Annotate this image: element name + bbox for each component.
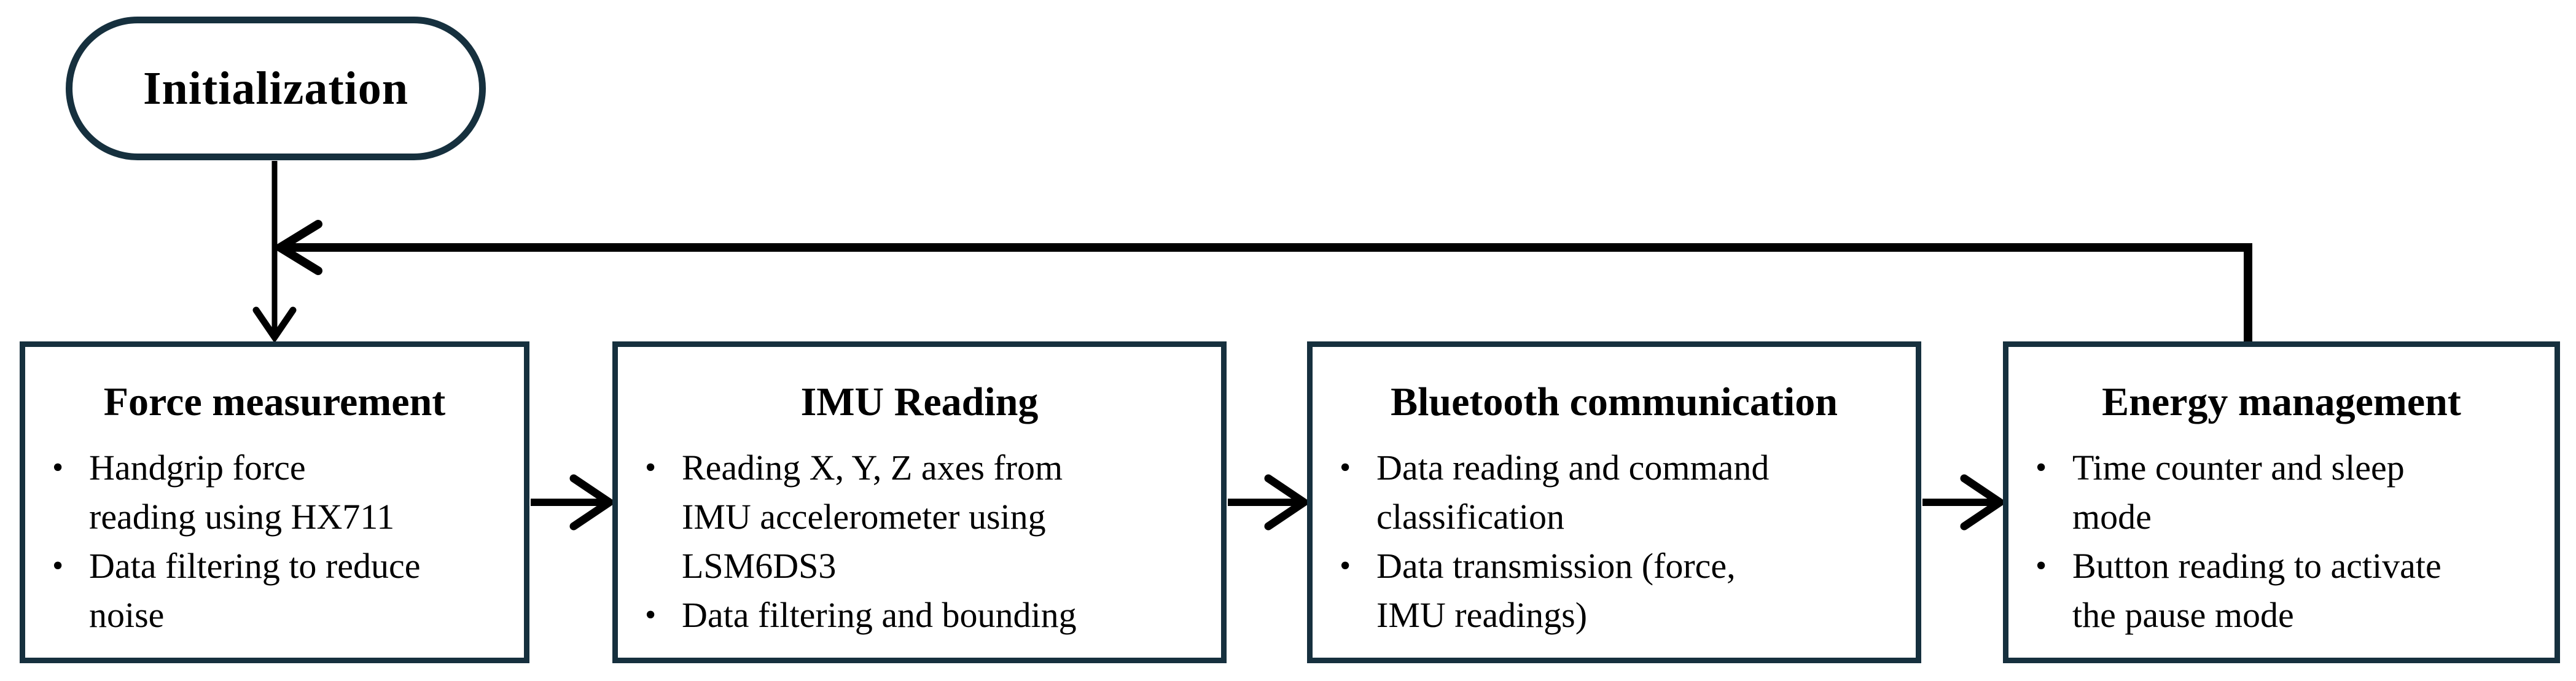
flow-box-bluetooth-communication: Bluetooth communication • Data reading a…: [1307, 341, 1921, 663]
bullet-text: Data filtering and bounding: [682, 594, 1077, 635]
bullet-icon: •: [645, 597, 657, 632]
bullet-text: Reading X, Y, Z axes from IMU accelerome…: [682, 447, 1063, 586]
bullet-icon: •: [52, 548, 64, 583]
bullet-list: • Time counter and sleep mode • Button r…: [2027, 443, 2536, 640]
box-title: Bluetooth communication: [1391, 379, 1838, 424]
bullet-icon: •: [645, 449, 657, 485]
start-node-initialization: Initialization: [66, 17, 486, 160]
bullet-icon: •: [2035, 548, 2047, 583]
bullet-item: • Data filtering and bounding: [636, 591, 1203, 640]
box-title: Force measurement: [103, 379, 446, 424]
bullet-list: • Data reading and command classificatio…: [1331, 443, 1897, 640]
flow-box-imu-reading: IMU Reading • Reading X, Y, Z axes from …: [612, 341, 1227, 663]
arrow-init-to-force: [252, 161, 297, 343]
box-title: Energy management: [2102, 379, 2461, 424]
bullet-item: • Reading X, Y, Z axes from IMU accelero…: [636, 443, 1203, 591]
feedback-line-energy-to-force: [271, 220, 2252, 341]
bullet-icon: •: [1340, 449, 1351, 485]
bullet-item: • Button reading to activate the pause m…: [2027, 542, 2536, 640]
bullet-icon: •: [1340, 548, 1351, 583]
bullet-list: • Handgrip force reading using HX711 • D…: [44, 443, 505, 640]
bullet-text: Data filtering to reduce noise: [89, 545, 421, 635]
bullet-item: • Data transmission (force, IMU readings…: [1331, 542, 1897, 640]
bullet-list: • Reading X, Y, Z axes from IMU accelero…: [636, 443, 1203, 640]
bullet-item: • Data reading and command classificatio…: [1331, 443, 1897, 542]
bullet-item: • Data filtering to reduce noise: [44, 542, 505, 640]
bullet-icon: •: [52, 449, 64, 485]
arrow-force-to-imu: [531, 474, 617, 531]
arrow-bluetooth-to-energy: [1922, 474, 2007, 531]
bullet-text: Button reading to activate the pause mod…: [2072, 545, 2441, 635]
arrow-imu-to-bluetooth: [1228, 474, 1311, 531]
bullet-icon: •: [2035, 449, 2047, 485]
box-title: IMU Reading: [800, 379, 1039, 424]
flow-box-force-measurement: Force measurement • Handgrip force readi…: [20, 341, 529, 663]
bullet-item: • Handgrip force reading using HX711: [44, 443, 505, 542]
bullet-text: Handgrip force reading using HX711: [89, 447, 395, 537]
bullet-text: Data reading and command classification: [1376, 447, 1770, 537]
flow-box-energy-management: Energy management • Time counter and sle…: [2003, 341, 2560, 663]
bullet-text: Time counter and sleep mode: [2072, 447, 2405, 537]
bullet-text: Data transmission (force, IMU readings): [1376, 545, 1736, 635]
bullet-item: • Time counter and sleep mode: [2027, 443, 2536, 542]
start-node-label: Initialization: [142, 62, 409, 114]
